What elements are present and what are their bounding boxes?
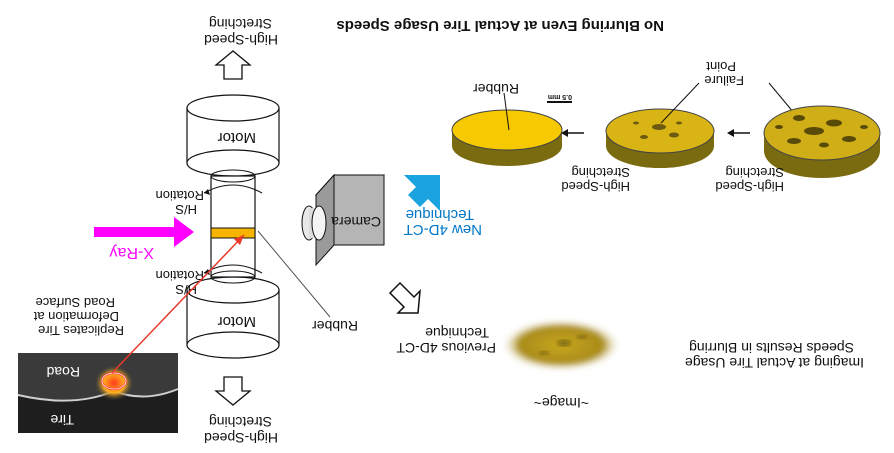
road-label-1: Replicates Tire [38, 323, 124, 338]
inset-road-label: Road [47, 364, 80, 380]
motor-bottom [186, 276, 280, 359]
camera-icon [301, 173, 386, 267]
stretch-arrow-top [214, 50, 252, 80]
failure-point-label-2: Point [706, 59, 736, 74]
rubber-sample-label: Rubber [473, 81, 519, 97]
hs-stretch-b-line1: High-Speed [715, 179, 784, 194]
road-label-3: Road Surface [36, 295, 116, 310]
hs-stretch-b-line2: Stretching [725, 165, 784, 180]
rubber-disk-failure [763, 105, 881, 178]
xray-label: X-Ray [110, 244, 154, 261]
rotation-arrow-bottom [203, 264, 263, 275]
failure-point-label-1: Failure [704, 73, 744, 88]
xray-arrow [94, 217, 194, 247]
road-label-2: Deformation at [33, 309, 119, 324]
prev-tech-label-1: Previous 4D-CT [396, 340, 496, 356]
new-tech-label-1: New 4D-CT [404, 221, 482, 238]
blur-label-2: Speeds Results in Blurring [689, 340, 854, 356]
motor-bottom-label: Motor [218, 313, 256, 330]
rotation-top-label-2: Rotation [156, 188, 204, 203]
failure-pointer-2 [768, 82, 795, 114]
rubber-disk-voids [605, 108, 715, 168]
inset-pointer [111, 234, 245, 374]
rubber-disk [451, 109, 563, 166]
image-caption: ~Image~ [534, 395, 589, 411]
shaft [210, 169, 256, 284]
road-inset-photo [17, 353, 179, 433]
blur-label-1: Imaging at Actual Tire Usage [685, 355, 864, 371]
rubber-sample-pointer [503, 92, 510, 131]
hs-stretch-a-line1: High-Speed [561, 179, 630, 194]
previous-tech-arrow [388, 281, 421, 314]
progress-arrow-2 [727, 129, 750, 137]
new-tech-label-2: Technique [406, 206, 474, 223]
rotation-bottom-label-1: H/S [175, 282, 197, 297]
rotation-bottom-label-2: Rotation [156, 268, 204, 283]
rotation-arrow-top [203, 184, 263, 195]
inset-tire-label: Tire [50, 412, 74, 428]
blurred-image [501, 319, 621, 371]
bottom-stretch-label-2: Stretching [209, 414, 272, 430]
camera-label: Camera [331, 214, 381, 230]
top-stretch-label-2: Stretching [209, 16, 272, 32]
progress-arrow-1 [561, 129, 584, 137]
rotation-top-label-1: H/S [175, 202, 197, 217]
rubber-pointer-line [257, 230, 331, 318]
motor-top [186, 94, 280, 177]
hs-stretch-a-line2: Stretching [571, 165, 630, 180]
bottom-stretch-label-1: High-Speed [204, 430, 278, 446]
header-text: No Blurring Even at Actual Tire Usage Sp… [336, 17, 664, 34]
top-stretch-label-1: High-Speed [204, 32, 278, 48]
motor-top-label: Motor [218, 129, 256, 146]
scale-label: 0.5 mm [548, 93, 572, 100]
failure-pointer-1 [660, 82, 700, 124]
rubber-pointer-label: Rubber [312, 318, 358, 334]
new-tech-arrow [404, 175, 440, 211]
prev-tech-label-2: Technique [425, 325, 489, 341]
stretch-arrow-bottom [214, 376, 252, 406]
